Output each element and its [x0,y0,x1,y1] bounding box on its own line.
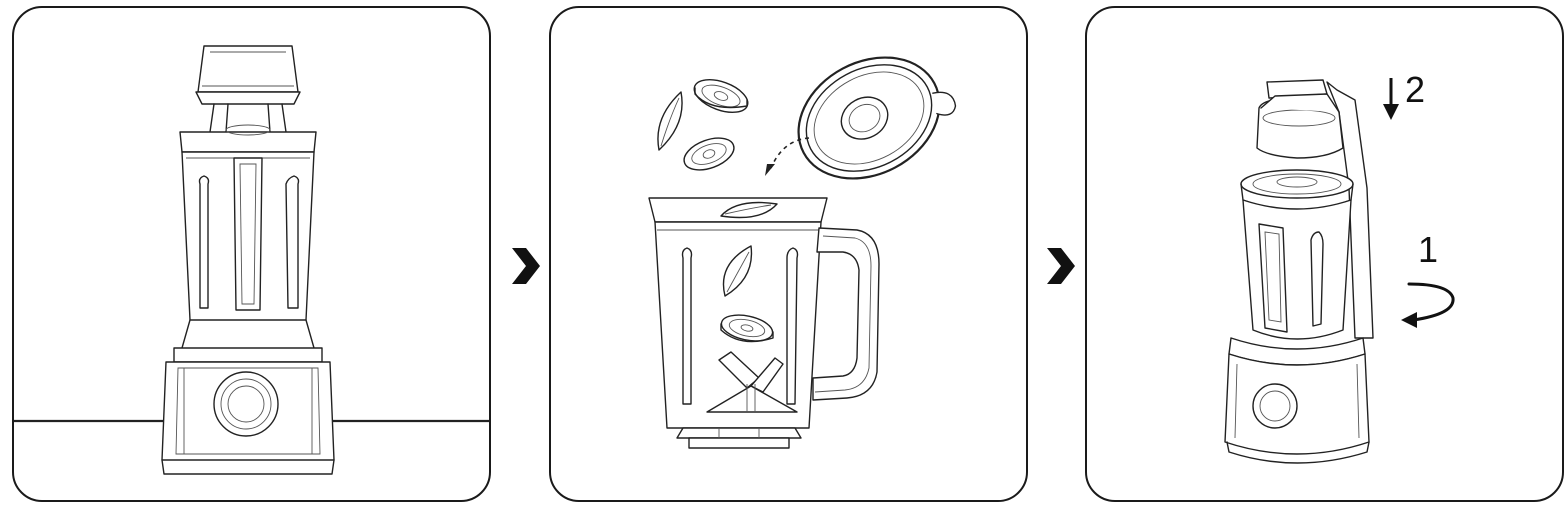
lid-cap [197,45,299,93]
step-panel-assembled-blender [12,6,491,502]
curved-dashed-arrow-icon [770,137,810,169]
jar-with-ingredients-illustration [648,56,957,449]
control-dial [213,371,279,437]
arrow-down-icon [1383,78,1399,120]
ingredient-leaf-1 [657,91,683,151]
chevron-right-icon [512,248,540,284]
control-dial [1252,383,1298,429]
ingredient-leaf-3 [722,245,753,297]
jar-handle [233,157,263,311]
ingredient-slice-2 [683,137,735,171]
step-label-rotate: 1 [1418,229,1439,270]
ingredient-leaf-2 [720,201,778,219]
blender-front-illustration [14,45,489,475]
base-collar [173,347,323,363]
chevron-right-icon [1047,248,1075,284]
rotate-arrow-icon [1401,282,1455,328]
blade-assembly [706,351,798,413]
blender-side-illustration [1224,78,1455,464]
step-label-press-down: 2 [1405,69,1426,110]
step-panel-add-ingredients [549,6,1028,502]
jar-handle [812,227,880,401]
motor-base [161,361,335,461]
ingredient-slice-3 [720,314,774,343]
jar-body [1242,199,1352,340]
detached-jar-lid [797,56,957,180]
ingredient-slice-1 [693,79,749,113]
step-panel-lock-and-lower [1085,6,1564,502]
